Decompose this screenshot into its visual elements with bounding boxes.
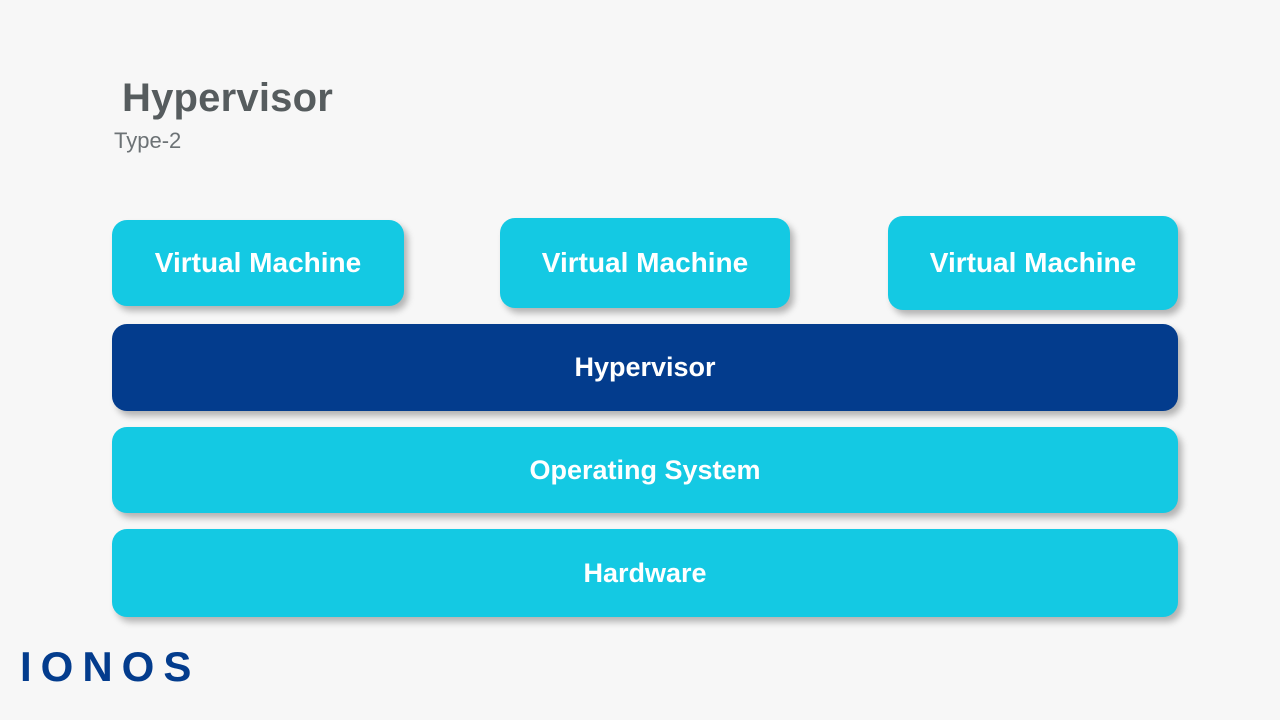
operating-system-bar-label: Operating System — [529, 454, 761, 485]
hardware-bar: Hardware — [112, 529, 1178, 617]
virtual-machine-box-2: Virtual Machine — [500, 218, 790, 308]
virtual-machine-label-3: Virtual Machine — [929, 247, 1137, 278]
slide-heading: Hypervisor Type-2 — [114, 78, 814, 152]
virtual-machine-label-2: Virtual Machine — [541, 247, 749, 278]
page-title: Hypervisor — [122, 76, 333, 120]
page-subtitle: Type-2 — [114, 128, 182, 153]
operating-system-bar: Operating System — [112, 427, 1178, 513]
hardware-bar-label: Hardware — [583, 557, 707, 588]
hypervisor-bar: Hypervisor — [112, 324, 1178, 411]
virtual-machine-box-3: Virtual Machine — [888, 216, 1178, 310]
virtual-machine-label-1: Virtual Machine — [154, 247, 362, 278]
ionos-logo: IONOS — [20, 643, 201, 690]
hypervisor-bar-label: Hypervisor — [574, 352, 716, 382]
virtual-machine-box-1: Virtual Machine — [112, 220, 404, 306]
